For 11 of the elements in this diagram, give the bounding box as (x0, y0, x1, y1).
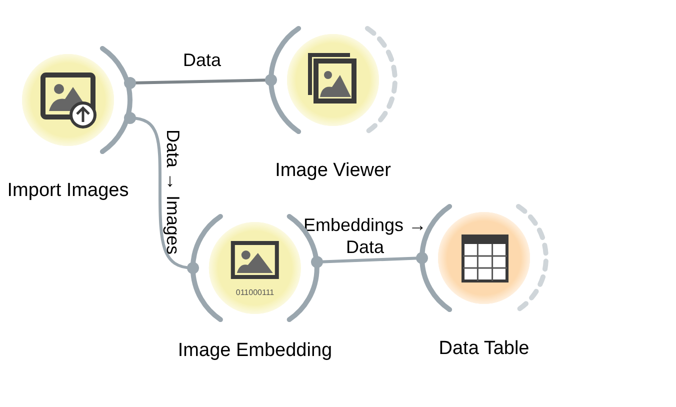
connector-line (124, 112, 199, 274)
binary-code-text: 011000111 (236, 288, 274, 298)
node-label: Data Table (438, 337, 530, 361)
edge-label: Data (182, 50, 222, 70)
connector-line (311, 252, 428, 268)
connector-line (124, 74, 277, 89)
edge-label: Embeddings → Data (303, 215, 427, 257)
node-label: Image Embedding (178, 339, 332, 363)
edge-label: Data → Images (163, 129, 183, 255)
node-label: Image Viewer (275, 159, 391, 183)
node-label: Import Images (7, 179, 129, 203)
